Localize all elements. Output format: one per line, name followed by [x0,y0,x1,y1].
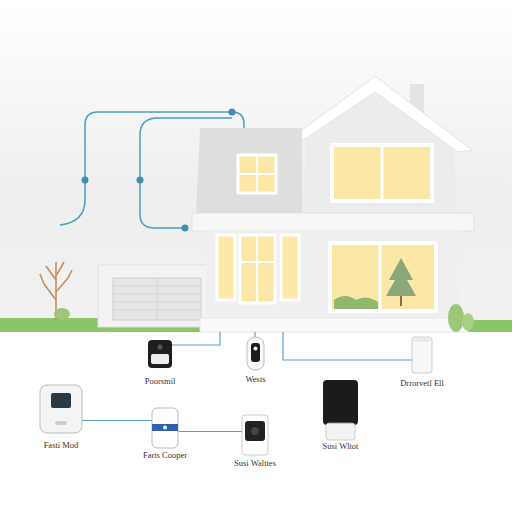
bare-tree [40,262,72,320]
device-part [251,427,259,435]
device-node: Susi Wltot [323,380,358,440]
device-icon [247,337,264,370]
device-label: Susi Wltot [323,441,359,451]
device-part [158,345,163,350]
device-part [152,424,178,431]
device-part [254,347,258,351]
device-part [55,421,67,425]
garage-door-slats [113,278,201,320]
device-icon [323,380,358,440]
device-part [247,337,264,370]
device-node: Drrorvetl Ell [412,337,432,373]
device-part [245,421,265,441]
eave [192,213,474,231]
device-node: Farts Cooper [152,408,178,448]
wire-dot [82,177,89,184]
window-bar [238,173,276,175]
device-part [40,385,82,433]
device-node: Wests [247,337,264,370]
device-label: Wests [245,374,265,384]
wire [254,332,255,337]
device-icon [412,337,432,373]
branches [40,262,72,300]
ground-area [0,330,512,512]
device-part [163,426,167,430]
wire-link [178,431,242,432]
device-part [323,380,358,425]
device-part [152,408,178,448]
device-icon [40,385,82,433]
label-wrap: Wests [245,374,265,384]
label-wrap: Susi Walttes [234,458,276,468]
device-icon [242,415,268,455]
door [240,235,275,303]
roof-slope [196,128,302,215]
device-part [326,423,355,440]
side-window [281,235,299,300]
label-wrap: Poorsmil [145,376,176,386]
pine-tree [386,258,416,296]
slat [157,278,158,320]
label-wrap: Farts Cooper [143,450,187,460]
device-label: Drrorvetl Ell [400,378,444,388]
lower-wall [206,231,460,320]
device-node: Fasti Mod [40,385,82,433]
window-bar [379,243,382,311]
device-node: Susi Walttes [242,415,268,455]
device-part [412,337,432,373]
device-part [242,415,268,455]
window [238,155,276,193]
device-label: Susi Walttes [234,458,276,468]
bush [54,308,70,320]
side-window [217,235,235,300]
wire-dot [137,177,144,184]
device-label: Poorsmil [145,376,176,386]
door-bar [240,261,275,263]
device-part [51,393,71,408]
label-wrap: Susi Wltot [323,441,359,451]
plinth [200,318,468,332]
garage-door [113,278,201,320]
device-part [413,338,431,342]
device-node: Poorsmil [148,340,172,368]
gable-wall [305,92,455,215]
window [330,243,436,311]
roof-edge [286,76,472,152]
bush [462,313,474,331]
device-part [148,340,172,368]
wire-link [82,420,152,421]
device-part [251,343,260,362]
garage [98,265,208,327]
label-wrap: Fasti Mod [44,440,79,450]
label-wrap: Drrorvetl Ell [400,378,444,388]
window [332,145,432,201]
bush [448,304,464,332]
grass [334,296,378,309]
house-wires [172,332,412,360]
device-part [151,354,169,364]
window-bar [381,145,384,201]
wire-dot [229,109,236,116]
background [0,0,512,330]
pine-trunk [400,296,402,306]
wire [283,332,412,360]
door-bar [256,235,258,303]
device-label: Farts Cooper [143,450,187,460]
device-label: Fasti Mod [44,440,79,450]
device-icon [152,408,178,448]
wire-dot [182,225,189,232]
device-icon [148,340,172,368]
wire [172,332,220,345]
